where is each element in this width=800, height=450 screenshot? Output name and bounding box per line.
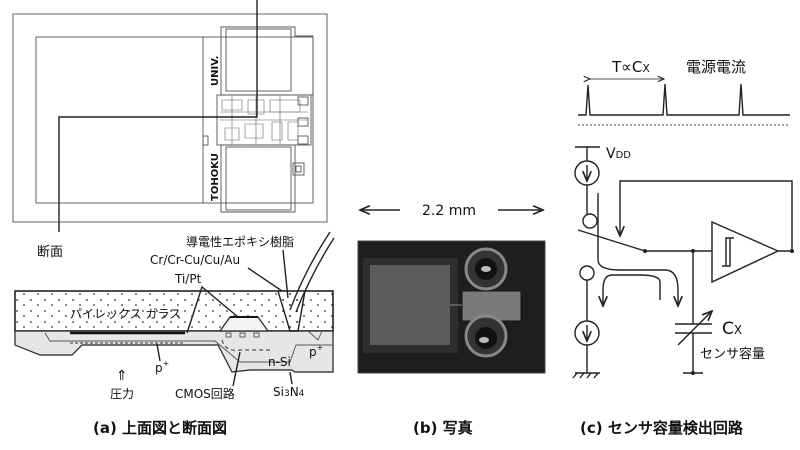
- top-view: UNIV. TOHOKU 断面: [12, 0, 328, 260]
- vdd-label: VDD: [606, 146, 631, 162]
- small-pad: [202, 135, 209, 146]
- sensor-capacitance-label: センサ容量: [700, 346, 765, 362]
- sensor-capacitor-icon: [675, 251, 712, 374]
- label-p-plus-2: p+: [309, 343, 323, 359]
- current-waveform: [578, 83, 790, 116]
- chip-outline: [12, 13, 328, 223]
- top-pad: [225, 28, 292, 92]
- supply-current-label: 電源電流: [686, 58, 746, 76]
- caption-b: (b) 写真: [413, 419, 473, 437]
- label-p-plus-1: p+: [155, 359, 169, 375]
- lead-wire: [289, 231, 335, 313]
- feedback-line: [620, 180, 793, 252]
- cmos-well: [221, 339, 270, 351]
- circuit-detail: [220, 96, 308, 145]
- switch-blade: [577, 229, 646, 252]
- label-epoxy: 導電性エポキシ樹脂: [186, 234, 294, 249]
- label-metal: Cr/Cr-Cu/Cu/Au: [150, 253, 240, 267]
- switch-contact-top: [582, 213, 598, 229]
- glass-inner-outline: [35, 36, 314, 204]
- label-glass: パイレックス ガラス: [70, 307, 181, 321]
- label-n-si: n-Si: [268, 355, 291, 369]
- section-label: 断面: [37, 245, 63, 260]
- ground-icon: [572, 345, 600, 379]
- section-line: [58, 0, 258, 232]
- cx-label: CX: [722, 319, 742, 339]
- dimension-label: 2.2 mm: [422, 203, 476, 219]
- comparator-icon: [711, 220, 780, 284]
- bottom-pad: [225, 146, 292, 211]
- label-pressure: 圧力: [110, 387, 134, 401]
- alignment-mark: [292, 162, 305, 176]
- cross-section: 導電性エポキシ樹脂 Cr/Cr-Cu/Cu/Au Ti/Pt パイレックス ガラ…: [14, 231, 335, 401]
- label-si3n4: Si3N4: [273, 385, 305, 399]
- bottom-pad-frame: [220, 144, 296, 213]
- label-cmos: CMOS回路: [175, 386, 235, 401]
- pressure-arrow-icon: ⇑: [116, 368, 128, 384]
- caption-a: (a) 上面図と断面図: [93, 419, 227, 437]
- epoxy-via: [277, 290, 306, 332]
- hysteresis-icon: [722, 237, 734, 267]
- label-tohoku: TOHOKU: [210, 153, 221, 201]
- charge-current-arrow: [597, 193, 678, 306]
- diaphragm-photo: [370, 265, 450, 345]
- period-label: T∝CX: [611, 58, 650, 76]
- circuit-panel: T∝CX 電源電流 VDD CX センサ容量: [572, 58, 794, 379]
- caption-c: (c) センサ容量検出回路: [580, 419, 744, 437]
- discharge-current-arrow: [603, 274, 661, 306]
- vdd-rail: [575, 146, 600, 161]
- photo-panel: 2.2 mm: [357, 203, 546, 374]
- label-univ: UNIV.: [210, 56, 221, 86]
- switch-contact-bottom: [579, 265, 595, 281]
- label-ti-pt: Ti/Pt: [174, 272, 202, 286]
